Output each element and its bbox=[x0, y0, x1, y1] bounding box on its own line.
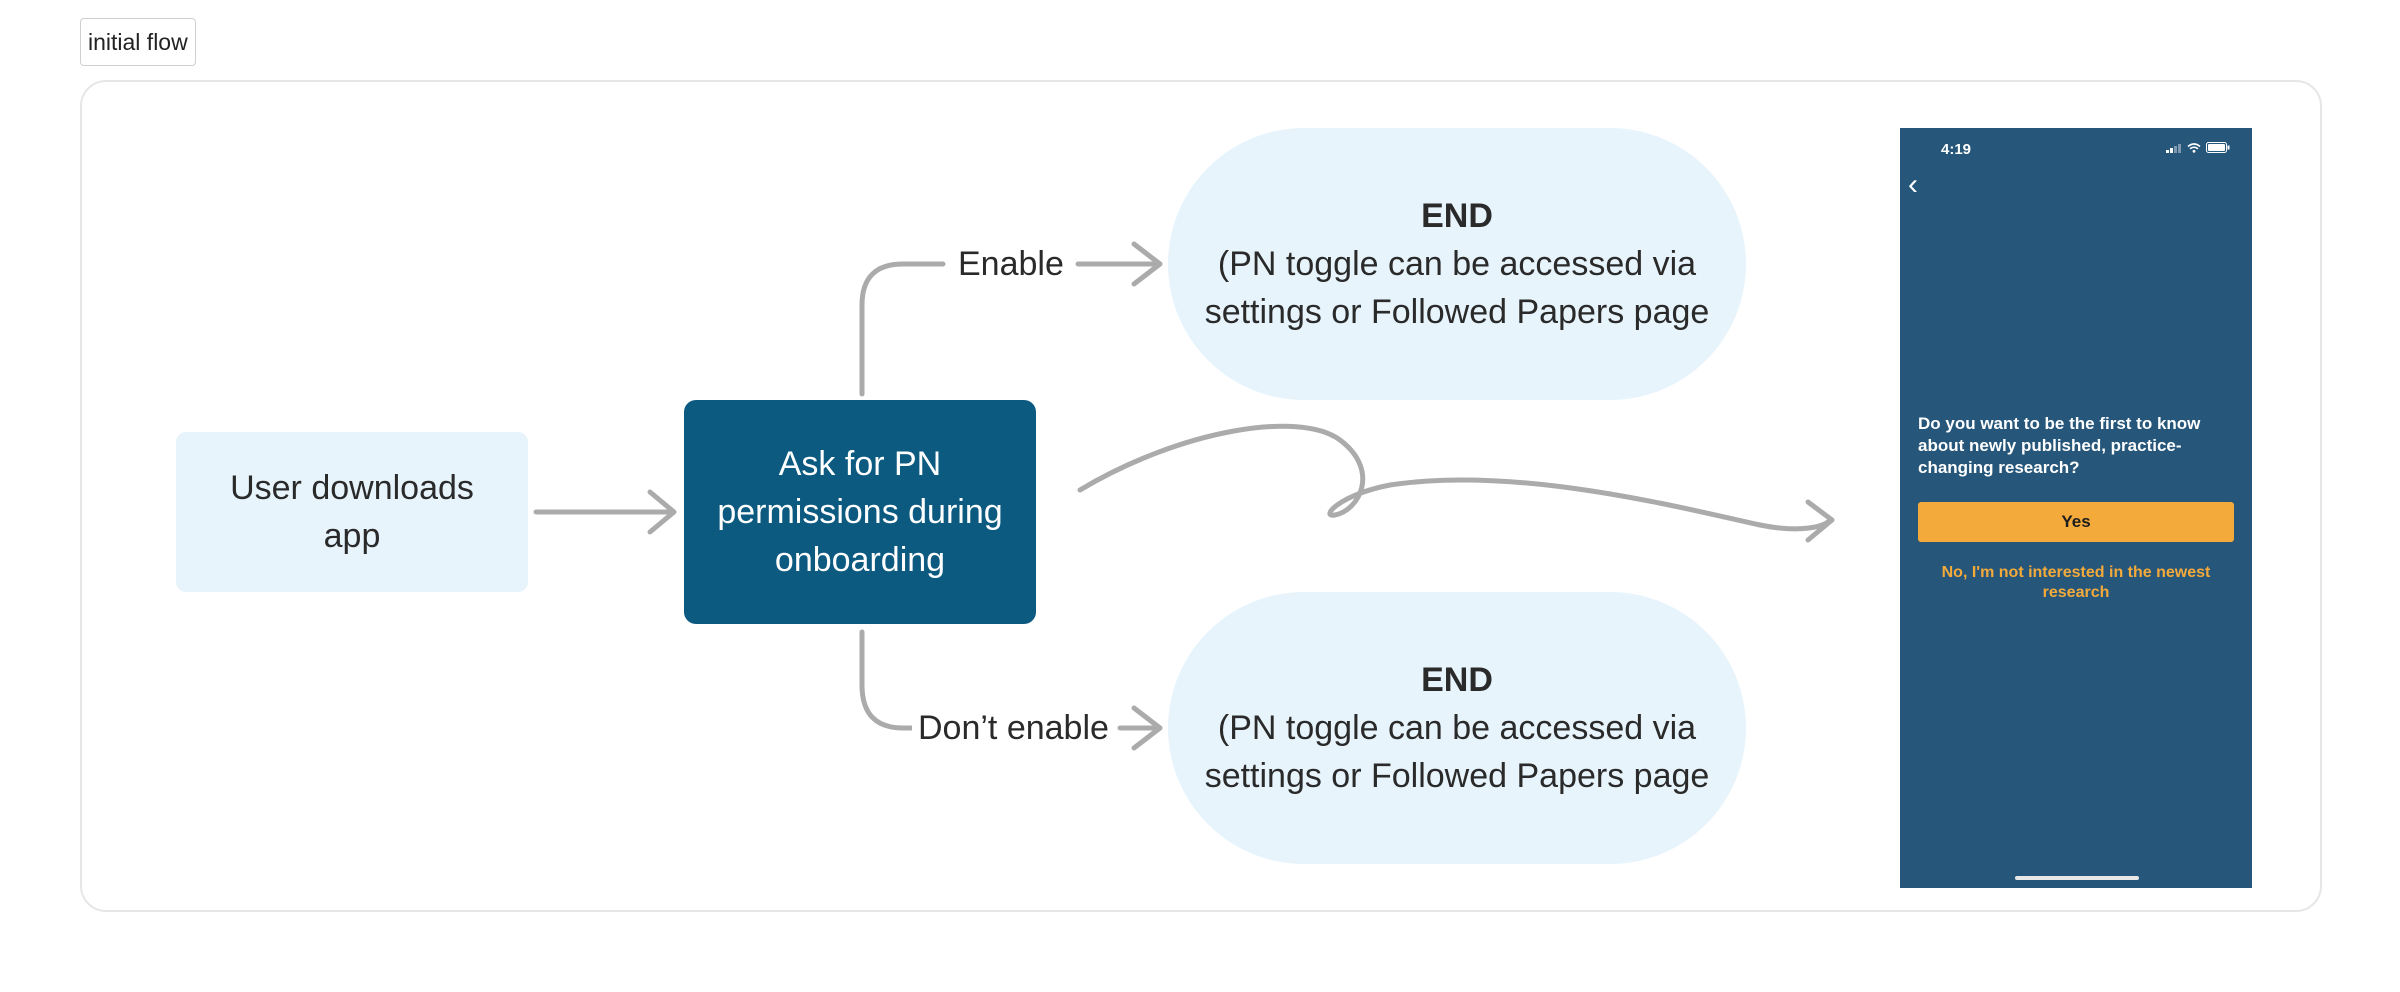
end-body: (PN toggle can be accessed via settings … bbox=[1204, 709, 1710, 795]
end-title: END bbox=[1421, 197, 1493, 235]
battery-icon bbox=[2206, 142, 2230, 153]
node-label: User downloads app bbox=[230, 469, 474, 555]
decline-link[interactable]: No, I'm not interested in the newest res… bbox=[1941, 564, 2211, 601]
connector-enable bbox=[859, 261, 946, 397]
edge-label-dont-enable: Don’t enable bbox=[912, 706, 1115, 750]
status-time: 4:19 bbox=[1941, 141, 1972, 158]
home-indicator bbox=[2015, 876, 2139, 880]
arrow-dont-enable bbox=[1117, 705, 1163, 751]
signal-icon bbox=[2166, 143, 2181, 153]
end-title: END bbox=[1421, 661, 1493, 699]
phone-screenshot: 4:19 ‹ Do you want to be the first to kn… bbox=[1900, 128, 2252, 888]
connector-dont-enable bbox=[859, 629, 916, 731]
node-end-dont-enable: END (PN toggle can be accessed via setti… bbox=[1168, 592, 1746, 864]
node-end-enable: END (PN toggle can be accessed via setti… bbox=[1168, 128, 1746, 400]
frame-label[interactable]: initial flow bbox=[80, 18, 196, 66]
arrow-to-screen bbox=[1077, 423, 1835, 543]
arrow-user-to-ask bbox=[533, 489, 677, 535]
node-ask-pn-permissions: Ask for PN permissions during onboarding bbox=[684, 400, 1036, 624]
node-label: Ask for PN permissions during onboarding bbox=[717, 445, 1003, 579]
edge-label-enable: Enable bbox=[952, 242, 1070, 286]
yes-button[interactable]: Yes bbox=[1918, 502, 2234, 542]
status-icons bbox=[2166, 142, 2230, 153]
permission-question: Do you want to be the first to know abou… bbox=[1918, 414, 2201, 477]
end-body: (PN toggle can be accessed via settings … bbox=[1204, 245, 1710, 331]
arrow-enable bbox=[1075, 241, 1163, 287]
node-user-downloads-app: User downloads app bbox=[176, 432, 528, 592]
back-chevron-icon[interactable]: ‹ bbox=[1908, 168, 1918, 201]
wifi-icon bbox=[2187, 142, 2201, 153]
